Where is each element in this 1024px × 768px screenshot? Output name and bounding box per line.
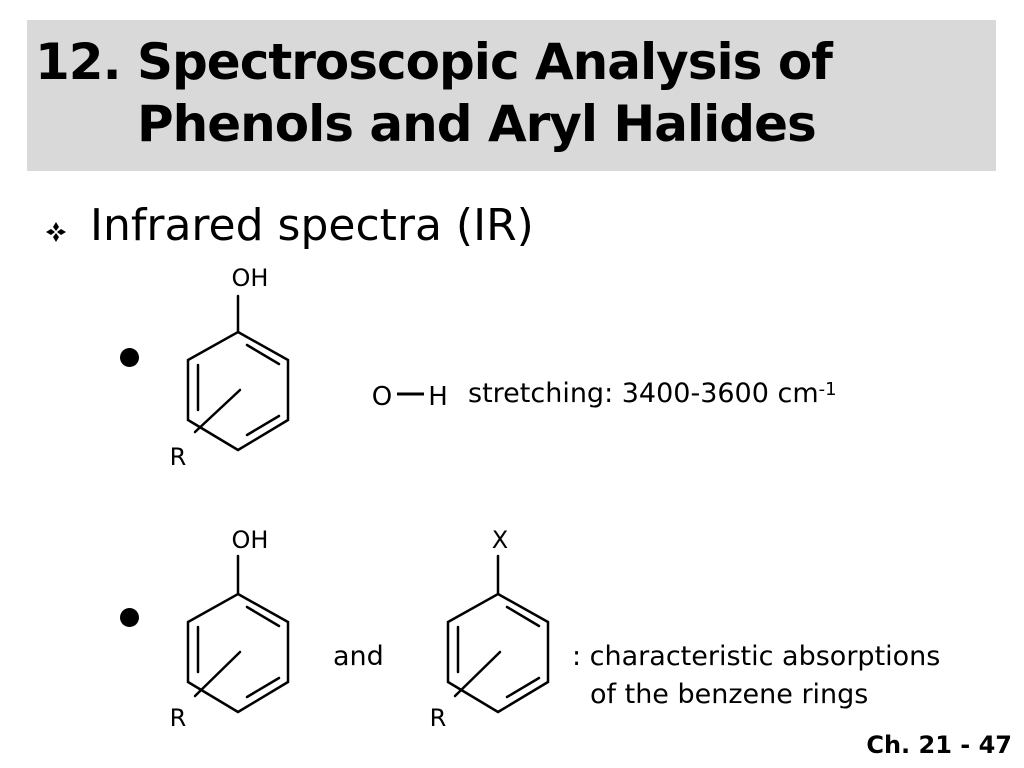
item-2-description-line-2: of the benzene rings: [590, 679, 869, 710]
title-number: 12.: [35, 33, 122, 91]
item-1-superscript: -1: [818, 379, 837, 400]
item-1-description: stretching: 3400-3600 cm-1: [468, 377, 837, 411]
section-heading: Infrared spectra (IR): [90, 200, 534, 251]
phenol-1-r-label: R: [170, 443, 187, 471]
phenol-2-r-label: R: [170, 704, 187, 732]
item-2-description-line-1: : characteristic absorptions: [572, 641, 941, 672]
phenol-structure-1: [186, 294, 290, 452]
aryl-halide-structure: [446, 554, 550, 714]
bullet-2: [120, 608, 139, 627]
aryl-halide-x-label: X: [492, 526, 508, 554]
and-connector: and: [333, 641, 384, 672]
phenol-1-oh-label: OH: [232, 264, 269, 292]
phenol-structure-2: [186, 554, 290, 714]
title-banner: 12. Spectroscopic Analysis of Phenols an…: [27, 20, 996, 171]
slide-footer: Ch. 21 - 47: [866, 731, 1012, 759]
title-line-1: Spectroscopic Analysis of: [137, 33, 833, 91]
bullet-1: [120, 348, 139, 367]
phenol-2-oh-label: OH: [232, 526, 269, 554]
aryl-halide-r-label: R: [430, 704, 447, 732]
diamond-bullet-icon: [46, 222, 66, 242]
title-line-2: Phenols and Aryl Halides: [137, 95, 817, 153]
bond-o-label: O: [372, 382, 392, 412]
bond-h-label: H: [428, 382, 448, 412]
item-1-description-text: stretching: 3400-3600 cm: [468, 378, 819, 409]
